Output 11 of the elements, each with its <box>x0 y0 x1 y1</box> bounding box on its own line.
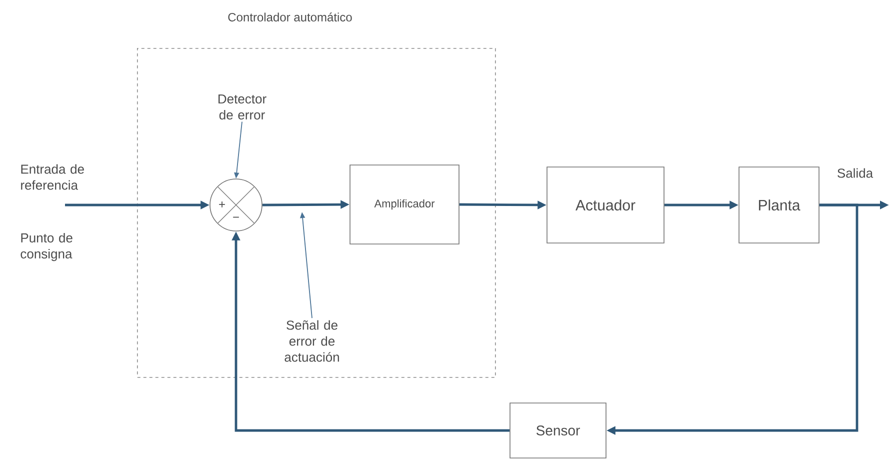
signal-label: Punto de consigna <box>20 232 72 262</box>
summing-junction: + − <box>210 178 262 232</box>
process-box: Sensor <box>510 402 606 458</box>
process-box: Planta <box>738 166 820 244</box>
node-label: Controlador automático <box>228 12 352 22</box>
edge-label: Salida <box>836 167 874 179</box>
process-box: Amplificador <box>350 164 460 244</box>
annotation-text: Detector de error <box>218 94 266 120</box>
signal-label: Entrada de referencia <box>21 164 84 190</box>
annotation-text: Señal de error de actuación <box>284 320 339 362</box>
process-box: Actuador <box>546 166 664 244</box>
